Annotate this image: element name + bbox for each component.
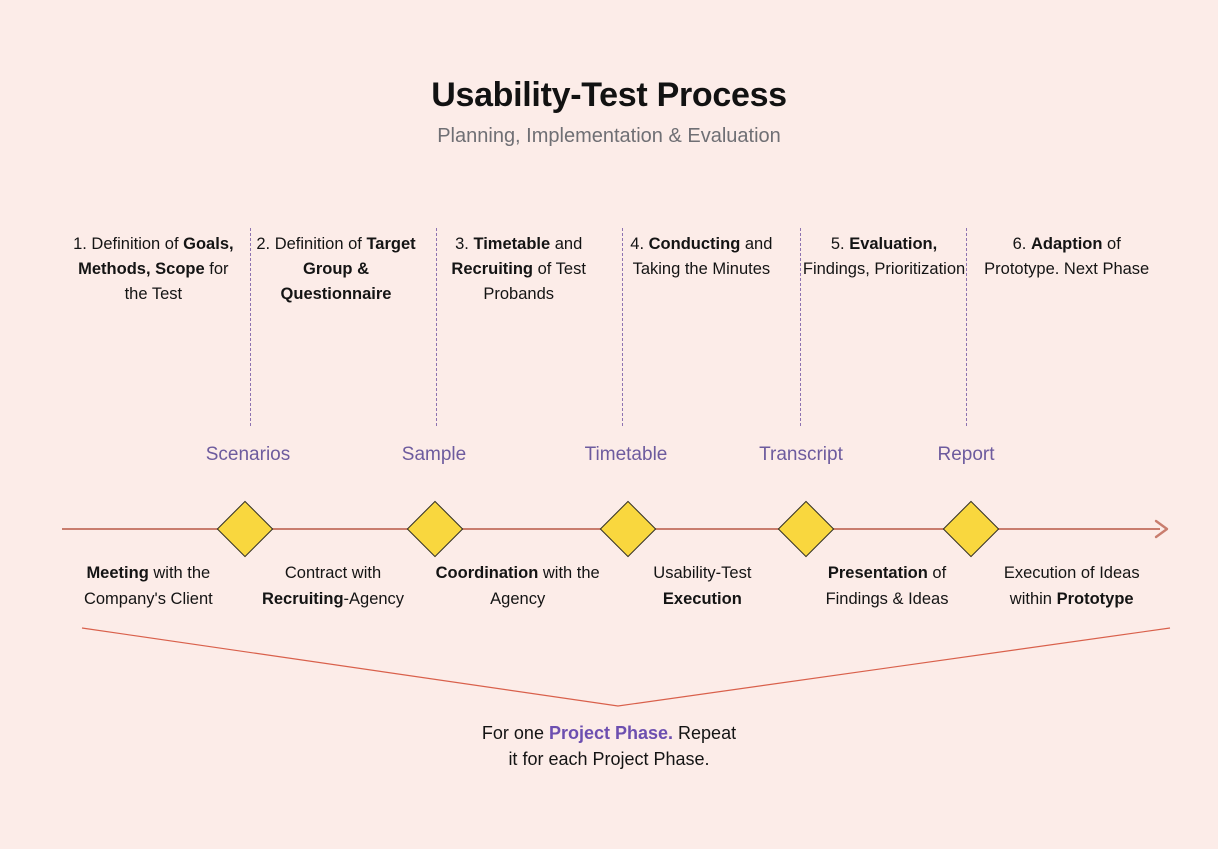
milestone-label-2: Contract with Recruiting-Agency bbox=[241, 561, 426, 612]
phase-divider-2 bbox=[436, 228, 437, 426]
milestone-diamond-2 bbox=[406, 500, 464, 558]
milestone-diamond-3 bbox=[599, 500, 657, 558]
phase-divider-1 bbox=[250, 228, 251, 426]
plain-text: with the Company's Client bbox=[83, 564, 213, 608]
footer-post: Repeat bbox=[673, 723, 737, 743]
milestone-diamond-1 bbox=[216, 500, 274, 558]
plain-text: of Test Probands bbox=[483, 260, 586, 304]
header: Usability-Test Process Planning, Impleme… bbox=[0, 76, 1218, 148]
milestone-label-3: Coordination with the Agency bbox=[425, 561, 610, 612]
emphasis-text: Goals, Methods, Scope bbox=[78, 235, 234, 279]
emphasis-text: Conducting bbox=[648, 235, 745, 253]
phase-column-6: 6. Adaption of Prototype. Next Phase bbox=[975, 232, 1158, 282]
plain-text: 2. Definition of bbox=[256, 235, 367, 253]
plain-text: Usability-Test bbox=[653, 564, 752, 582]
plain-text: 4. bbox=[630, 235, 649, 253]
phase-column-1: 1. Definition of Goals, Methods, Scope f… bbox=[62, 232, 245, 307]
plain-text: Contract with bbox=[284, 564, 382, 582]
emphasis-text: Execution bbox=[662, 589, 742, 608]
timeline-arrow-icon bbox=[1154, 519, 1169, 539]
emphasis-text: Coordination bbox=[435, 564, 543, 582]
plain-text: 5. bbox=[830, 235, 850, 253]
phase-divider-3 bbox=[622, 228, 623, 426]
emphasis-text: Recruiting bbox=[451, 260, 538, 279]
project-phase-bracket bbox=[62, 624, 1180, 716]
phase-divider-4 bbox=[800, 228, 801, 426]
milestone-label-4: Usability-Test Execution bbox=[610, 561, 795, 612]
phase-column-4: 4. Conducting and Taking the Minutes bbox=[610, 232, 793, 282]
phase-column-2: 2. Definition of Target Group & Question… bbox=[245, 232, 428, 307]
phase-description-row: 1. Definition of Goals, Methods, Scope f… bbox=[62, 232, 1158, 307]
emphasis-text: Timetable bbox=[473, 235, 555, 253]
page-subtitle: Planning, Implementation & Evaluation bbox=[437, 125, 781, 148]
emphasis-text: Adaption bbox=[1030, 235, 1108, 253]
milestone-label-1: Meeting with the Company's Client bbox=[56, 561, 241, 612]
phase-column-5: 5. Evaluation, Findings, Prioritization bbox=[793, 232, 976, 282]
phase-divider-5 bbox=[966, 228, 967, 426]
milestone-diamond-4 bbox=[777, 500, 835, 558]
plain-text: 3. bbox=[455, 235, 474, 253]
deliverable-label-1: Scenarios bbox=[205, 444, 291, 465]
plain-text: with the Agency bbox=[490, 564, 600, 608]
plain-text: for the Test bbox=[124, 260, 229, 304]
deliverable-label-5: Report bbox=[937, 444, 995, 465]
milestone-diamond-5 bbox=[942, 500, 1000, 558]
plain-text: of Prototype. Next Phase bbox=[984, 235, 1150, 279]
plain-text: and bbox=[554, 235, 583, 253]
footer-line-1: For one Project Phase. Repeat bbox=[0, 720, 1218, 746]
plain-text: Findings, Prioritization bbox=[802, 260, 966, 279]
deliverable-label-3: Timetable bbox=[584, 444, 668, 465]
milestone-label-5: Presentation of Findings & Ideas bbox=[795, 561, 980, 612]
emphasis-text: Recruiting bbox=[261, 589, 344, 608]
footer-line-2: it for each Project Phase. bbox=[508, 749, 710, 770]
deliverable-label-4: Transcript bbox=[759, 444, 843, 465]
plain-text: and Taking the Minutes bbox=[632, 235, 773, 279]
emphasis-text: Presentation bbox=[827, 564, 933, 582]
footer-pre: For one bbox=[481, 723, 549, 743]
footer-highlight: Project Phase. bbox=[548, 723, 674, 743]
deliverable-label-2: Sample bbox=[401, 444, 467, 465]
plain-text: -Agency bbox=[343, 589, 405, 608]
emphasis-text: Meeting bbox=[86, 564, 154, 582]
plain-text: of Findings & Ideas bbox=[825, 564, 949, 608]
phase-column-3: 3. Timetable and Recruiting of Test Prob… bbox=[427, 232, 610, 307]
emphasis-text: Prototype bbox=[1056, 589, 1134, 608]
footer-caption: For one Project Phase. Repeat it for eac… bbox=[0, 720, 1218, 772]
plain-text: 6. bbox=[1012, 235, 1031, 253]
plain-text: 1. Definition of bbox=[73, 235, 184, 253]
page-title: Usability-Test Process bbox=[431, 76, 787, 114]
emphasis-text: Target Group & Questionnaire bbox=[280, 235, 416, 304]
emphasis-text: Evaluation, bbox=[849, 235, 938, 253]
milestone-label-6: Execution of Ideas within Prototype bbox=[979, 561, 1164, 612]
plain-text: Execution of Ideas within bbox=[1003, 564, 1140, 608]
